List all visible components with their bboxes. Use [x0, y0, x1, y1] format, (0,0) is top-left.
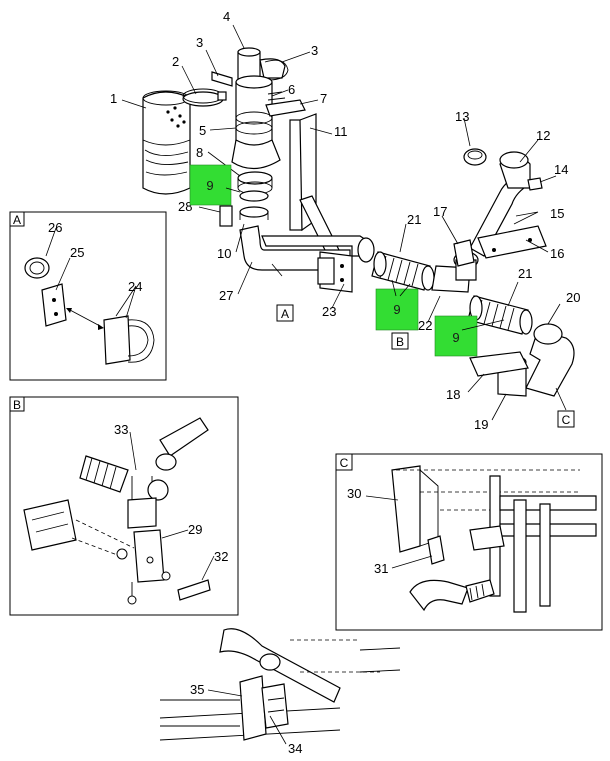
hotspot-9-bellows-upper[interactable]: 9 [375, 279, 419, 331]
bottom-view [159, 628, 401, 741]
callout-12: 12 [536, 128, 550, 143]
callout-21: 21 [518, 266, 532, 281]
callout-1: 1 [110, 91, 117, 106]
band-clamp [182, 88, 227, 107]
callout-16: 16 [550, 246, 564, 261]
callout-25: 25 [70, 245, 84, 260]
callout-10: 10 [217, 246, 231, 261]
detail-c [335, 453, 603, 631]
detail-a [9, 211, 167, 381]
callout-numbers: 1 2 3 4 3 6 7 5 11 8 28 10 27 23 21 17 1… [48, 9, 580, 756]
vertical-pipe [231, 75, 306, 170]
callout-17: 17 [433, 204, 447, 219]
hotspot-label: 9 [206, 178, 213, 193]
callout-14: 14 [554, 162, 568, 177]
callout-3: 3 [196, 35, 203, 50]
top-elbow [211, 47, 289, 87]
upper-right-elbow [453, 148, 547, 267]
callout-23: 23 [322, 304, 336, 319]
main-assembly [142, 47, 575, 397]
callout-26: 26 [48, 220, 62, 235]
view-ref-a-label: A [281, 307, 289, 321]
callout-13: 13 [455, 109, 469, 124]
view-reference-c[interactable]: C [557, 410, 575, 428]
view-ref-b-label: B [396, 335, 404, 349]
leader-lines [45, 24, 567, 745]
callout-33: 33 [114, 422, 128, 437]
callout-5: 5 [199, 123, 206, 138]
callout-15: 15 [550, 206, 564, 221]
callout-8: 8 [196, 145, 203, 160]
callout-30: 30 [347, 486, 361, 501]
callout-18: 18 [446, 387, 460, 402]
hotspot-label: 9 [452, 330, 459, 345]
callout-21: 21 [407, 212, 421, 227]
bellows-assembly-lower [467, 295, 533, 335]
callout-11: 11 [334, 124, 348, 139]
callout-4: 4 [223, 9, 230, 24]
callout-19: 19 [474, 417, 488, 432]
view-reference-a[interactable]: A [276, 304, 294, 322]
detail-b-label: B [13, 398, 21, 412]
view-reference-b[interactable]: B [391, 332, 409, 350]
view-ref-c-label: C [562, 413, 571, 427]
bracket-23 [317, 257, 335, 285]
callout-20: 20 [566, 290, 580, 305]
hotspot-9-bellows-lower[interactable]: 9 [434, 315, 505, 357]
callout-7: 7 [320, 91, 327, 106]
callout-22: 22 [418, 318, 432, 333]
callout-32: 32 [214, 549, 228, 564]
bellows-assembly-upper [371, 251, 479, 293]
callout-28: 28 [178, 199, 192, 214]
detail-c-label: C [340, 456, 349, 470]
callout-35: 35 [190, 682, 204, 697]
detail-a-label: A [13, 213, 21, 227]
callout-34: 34 [288, 741, 302, 756]
callout-6: 6 [288, 82, 295, 97]
callout-31: 31 [374, 561, 388, 576]
hotspot-label: 9 [393, 302, 400, 317]
heat-shield [142, 90, 191, 195]
callout-29: 29 [188, 522, 202, 537]
lower-right-elbow [469, 323, 575, 397]
callout-3: 3 [311, 43, 318, 58]
hotspot-9-clamp[interactable]: 9 [189, 164, 241, 206]
clamp-rings [219, 171, 273, 227]
callout-27: 27 [219, 288, 233, 303]
detail-b [9, 396, 239, 616]
callout-2: 2 [172, 54, 179, 69]
callout-24: 24 [128, 279, 142, 294]
